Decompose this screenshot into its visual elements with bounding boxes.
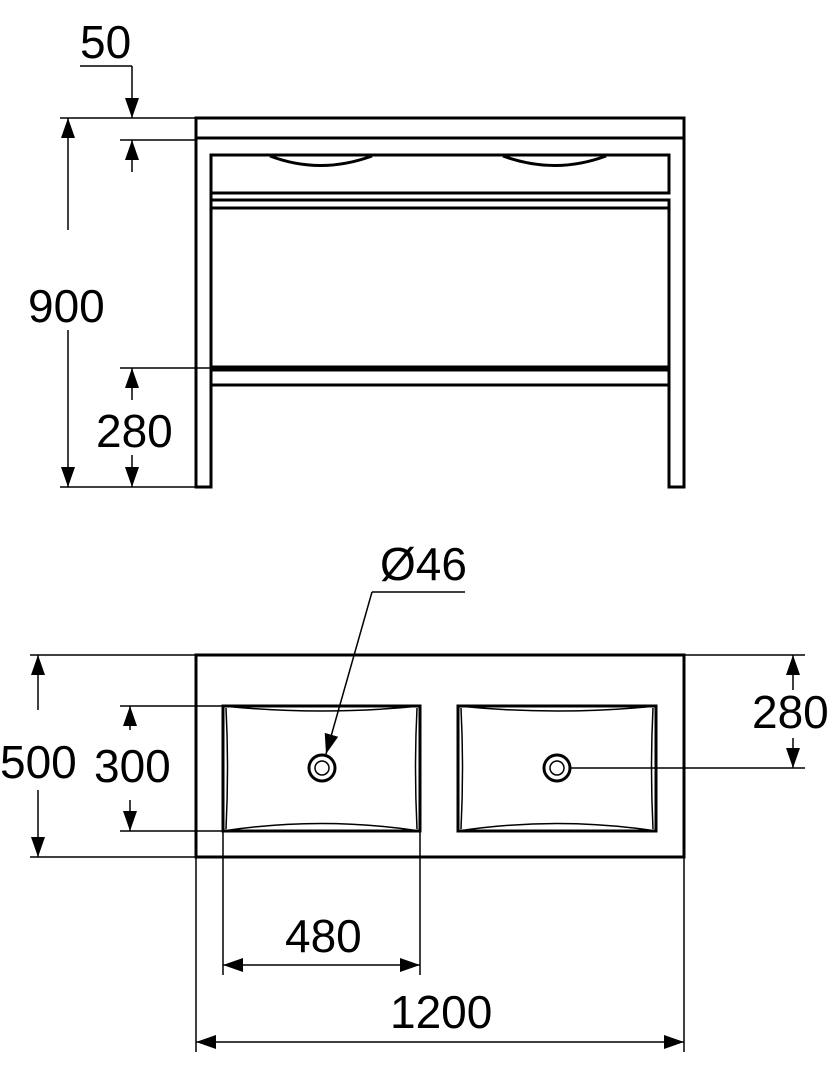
dim-total-width: 1200: [390, 986, 492, 1038]
dim-depth: 500: [0, 736, 77, 788]
dim-drain-diameter: Ø46: [380, 538, 467, 590]
dim-top-thickness: 50: [80, 16, 131, 68]
top-view: Ø46 500 300 280 480 1200: [0, 538, 829, 1052]
dim-diameter-leader: [324, 591, 373, 755]
countertop-outline: [194, 653, 686, 859]
countertop-slab: [194, 116, 686, 140]
drain-left: [307, 753, 337, 783]
frame-right-leg: [667, 138, 686, 489]
dim-basin-depth: 300: [94, 740, 171, 792]
dim-drain-offset: 280: [752, 686, 829, 738]
drain-right: [542, 753, 572, 783]
front-view: 50 900 280: [28, 16, 686, 489]
frame-left-leg: [194, 138, 213, 489]
basin-bowl-right: [502, 154, 607, 167]
basin-apron: [209, 153, 671, 195]
cabinet-front: [209, 198, 671, 210]
dim-basin-width: 480: [285, 910, 362, 962]
bottom-shelf: [209, 368, 671, 387]
dim-height: 900: [28, 280, 105, 332]
basin-bowl-left: [269, 154, 373, 167]
basin-left: [221, 704, 422, 833]
basin-right: [456, 704, 658, 833]
dim-leg-clearance: 280: [96, 405, 173, 457]
